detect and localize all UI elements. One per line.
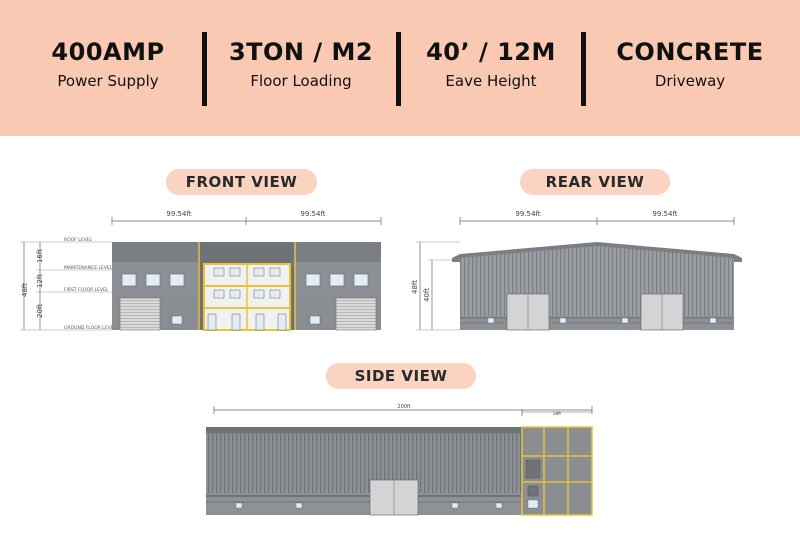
stat-label: Driveway [654,72,726,90]
side-view-title: SIDE VIEW [326,363,476,389]
stat-label: Power Supply [57,72,159,90]
rear-view-title: REAR VIEW [520,169,670,195]
front-segment-bottom: 20ft [36,304,44,318]
level-label: FIRST FLOOR LEVEL [64,287,109,293]
stat-label: Eave Height [445,72,537,90]
front-segment-middle: 12ft [36,274,44,288]
stat-value: 400AMP [51,38,165,66]
side-length: 200ft [397,404,410,410]
side-elevation: 200ft 28ft [206,404,593,516]
front-width-right: 99.54ft [300,210,325,218]
level-label: GROUND FLOOR LEVEL [64,325,117,331]
stat-eave-height: 40’ / 12M Eave Height [402,38,580,92]
front-width-left: 99.54ft [166,210,191,218]
front-total-height: 48ft [21,283,29,297]
stat-divider [581,32,586,106]
stat-divider [396,32,401,106]
stat-label: Floor Loading [250,72,352,90]
rear-width-left: 99.54ft [515,210,540,218]
rear-total-height: 48ft [411,280,419,294]
front-segment-top: 16ft [36,249,44,263]
level-label: ROOF LEVEL [64,237,93,243]
rear-elevation: 99.54ft 99.54ft 48ft 40ft [411,210,742,331]
stat-value: 40’ / 12M [426,38,556,66]
stat-floor-loading: 3TON / M2 Floor Loading [210,38,392,92]
front-elevation: 99.54ft 99.54ft 48ft 16ft 12ft 20ft ROOF… [20,210,382,331]
rear-width-right: 99.54ft [652,210,677,218]
front-view-title: FRONT VIEW [166,169,317,195]
stat-value: 3TON / M2 [228,38,374,66]
stat-divider [202,32,207,106]
rear-eave-height: 40ft [423,288,431,302]
stat-power-supply: 400AMP Power Supply [18,38,198,92]
stat-driveway: CONCRETE Driveway [592,38,788,92]
level-label: MAINTENANCE LEVEL [64,265,113,271]
stat-value: CONCRETE [616,38,764,66]
side-office-length: 28ft [553,411,561,416]
